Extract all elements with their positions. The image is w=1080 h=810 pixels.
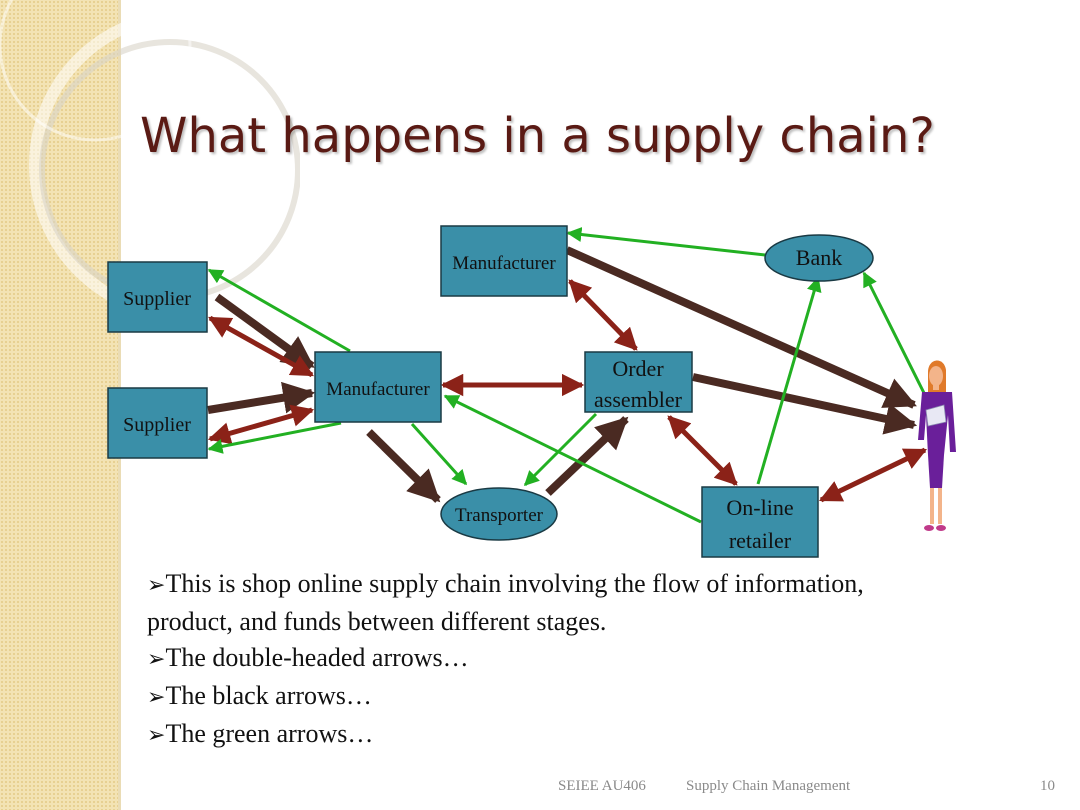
bullet-arrow-icon: ➢ — [147, 723, 166, 748]
arrow-customer-to-bank — [862, 271, 926, 394]
arrow-bank-to-top-manufacturer — [566, 227, 766, 257]
node-online-retailer: On-line retailer — [701, 486, 819, 558]
node-manufacturer-top: Manufacturer — [440, 225, 568, 297]
funds-flow-arrows — [207, 227, 926, 524]
bullet-item-1: ➢This is shop online supply chain involv… — [147, 566, 1027, 604]
footer-subject: Supply Chain Management — [686, 778, 851, 794]
manufacturer-mid-label: Manufacturer — [326, 379, 430, 400]
arrow-top-manufacturer-to-customer — [565, 246, 917, 409]
information-flow-arrows — [207, 279, 928, 503]
node-supplier-top: Supplier — [107, 261, 208, 333]
node-supplier-bottom: Supplier — [107, 387, 208, 459]
bullet-text-4: The green arrows… — [165, 719, 374, 748]
manufacturer-top-label: Manufacturer — [452, 253, 556, 274]
bullet-item-2: ➢The double-headed arrows… — [147, 640, 1027, 678]
transporter-label: Transporter — [455, 505, 544, 526]
arrow-supplier-bottom-manufacturer-info — [207, 404, 315, 445]
decorative-side-band — [0, 0, 120, 810]
order-assembler-label-line2: assembler — [594, 387, 683, 412]
bullet-item-4: ➢The green arrows… — [147, 716, 1027, 754]
arrow-retailer-to-bank — [756, 276, 822, 485]
arrow-manufacturer-to-supplier-top — [207, 268, 351, 353]
arrow-retailer-customer-info — [818, 447, 928, 503]
arrow-supplier-top-manufacturer-info — [208, 315, 314, 378]
bullet-arrow-icon: ➢ — [147, 647, 166, 672]
bullet-arrow-icon: ➢ — [147, 685, 166, 710]
arrow-supplier-bottom-to-manufacturer — [207, 381, 316, 414]
node-manufacturer-mid: Manufacturer — [314, 351, 442, 423]
arrow-manufacturer-to-transporter-funds — [410, 422, 468, 486]
arrow-manufacturer-to-supplier-bottom — [207, 421, 342, 454]
arrow-top-manufacturer-order-assembler-info — [568, 279, 638, 351]
arrow-order-assembler-to-transporter-funds — [523, 412, 598, 487]
supplier-top-label: Supplier — [123, 288, 191, 310]
arrow-manufacturer-to-transporter — [366, 429, 441, 503]
arrow-order-assembler-retailer-info — [667, 415, 738, 486]
supplier-bottom-label: Supplier — [123, 414, 191, 436]
node-order-assembler: Order assembler — [584, 351, 693, 413]
online-retailer-label-line2: retailer — [729, 528, 792, 553]
node-bank: Bank — [764, 234, 874, 282]
arrow-transporter-to-order-assembler — [545, 416, 629, 496]
bullet-text-3: The black arrows… — [165, 681, 372, 710]
bullet-item-3: ➢The black arrows… — [147, 678, 1027, 716]
bullet-list: ➢This is shop online supply chain involv… — [147, 566, 1027, 754]
customer-woman-icon — [918, 360, 956, 531]
arrow-retailer-to-manufacturer-funds — [443, 394, 702, 524]
arrow-order-assembler-to-customer — [692, 373, 918, 435]
bullet-text-2: The double-headed arrows… — [165, 643, 469, 672]
bullet-arrow-icon: ➢ — [147, 573, 166, 598]
node-transporter: Transporter — [440, 487, 558, 541]
footer-page-number: 10 — [1040, 778, 1055, 794]
slide-title: What happens in a supply chain? — [140, 108, 935, 164]
bullet-item-1-continuation: product, and funds between different sta… — [147, 607, 607, 636]
order-assembler-label-line1: Order — [612, 356, 664, 381]
footer-course-code: SEIEE AU406 — [558, 778, 646, 794]
bullet-text-1: This is shop online supply chain involvi… — [165, 569, 864, 598]
online-retailer-label-line1: On-line — [726, 495, 793, 520]
bank-label: Bank — [796, 245, 842, 270]
